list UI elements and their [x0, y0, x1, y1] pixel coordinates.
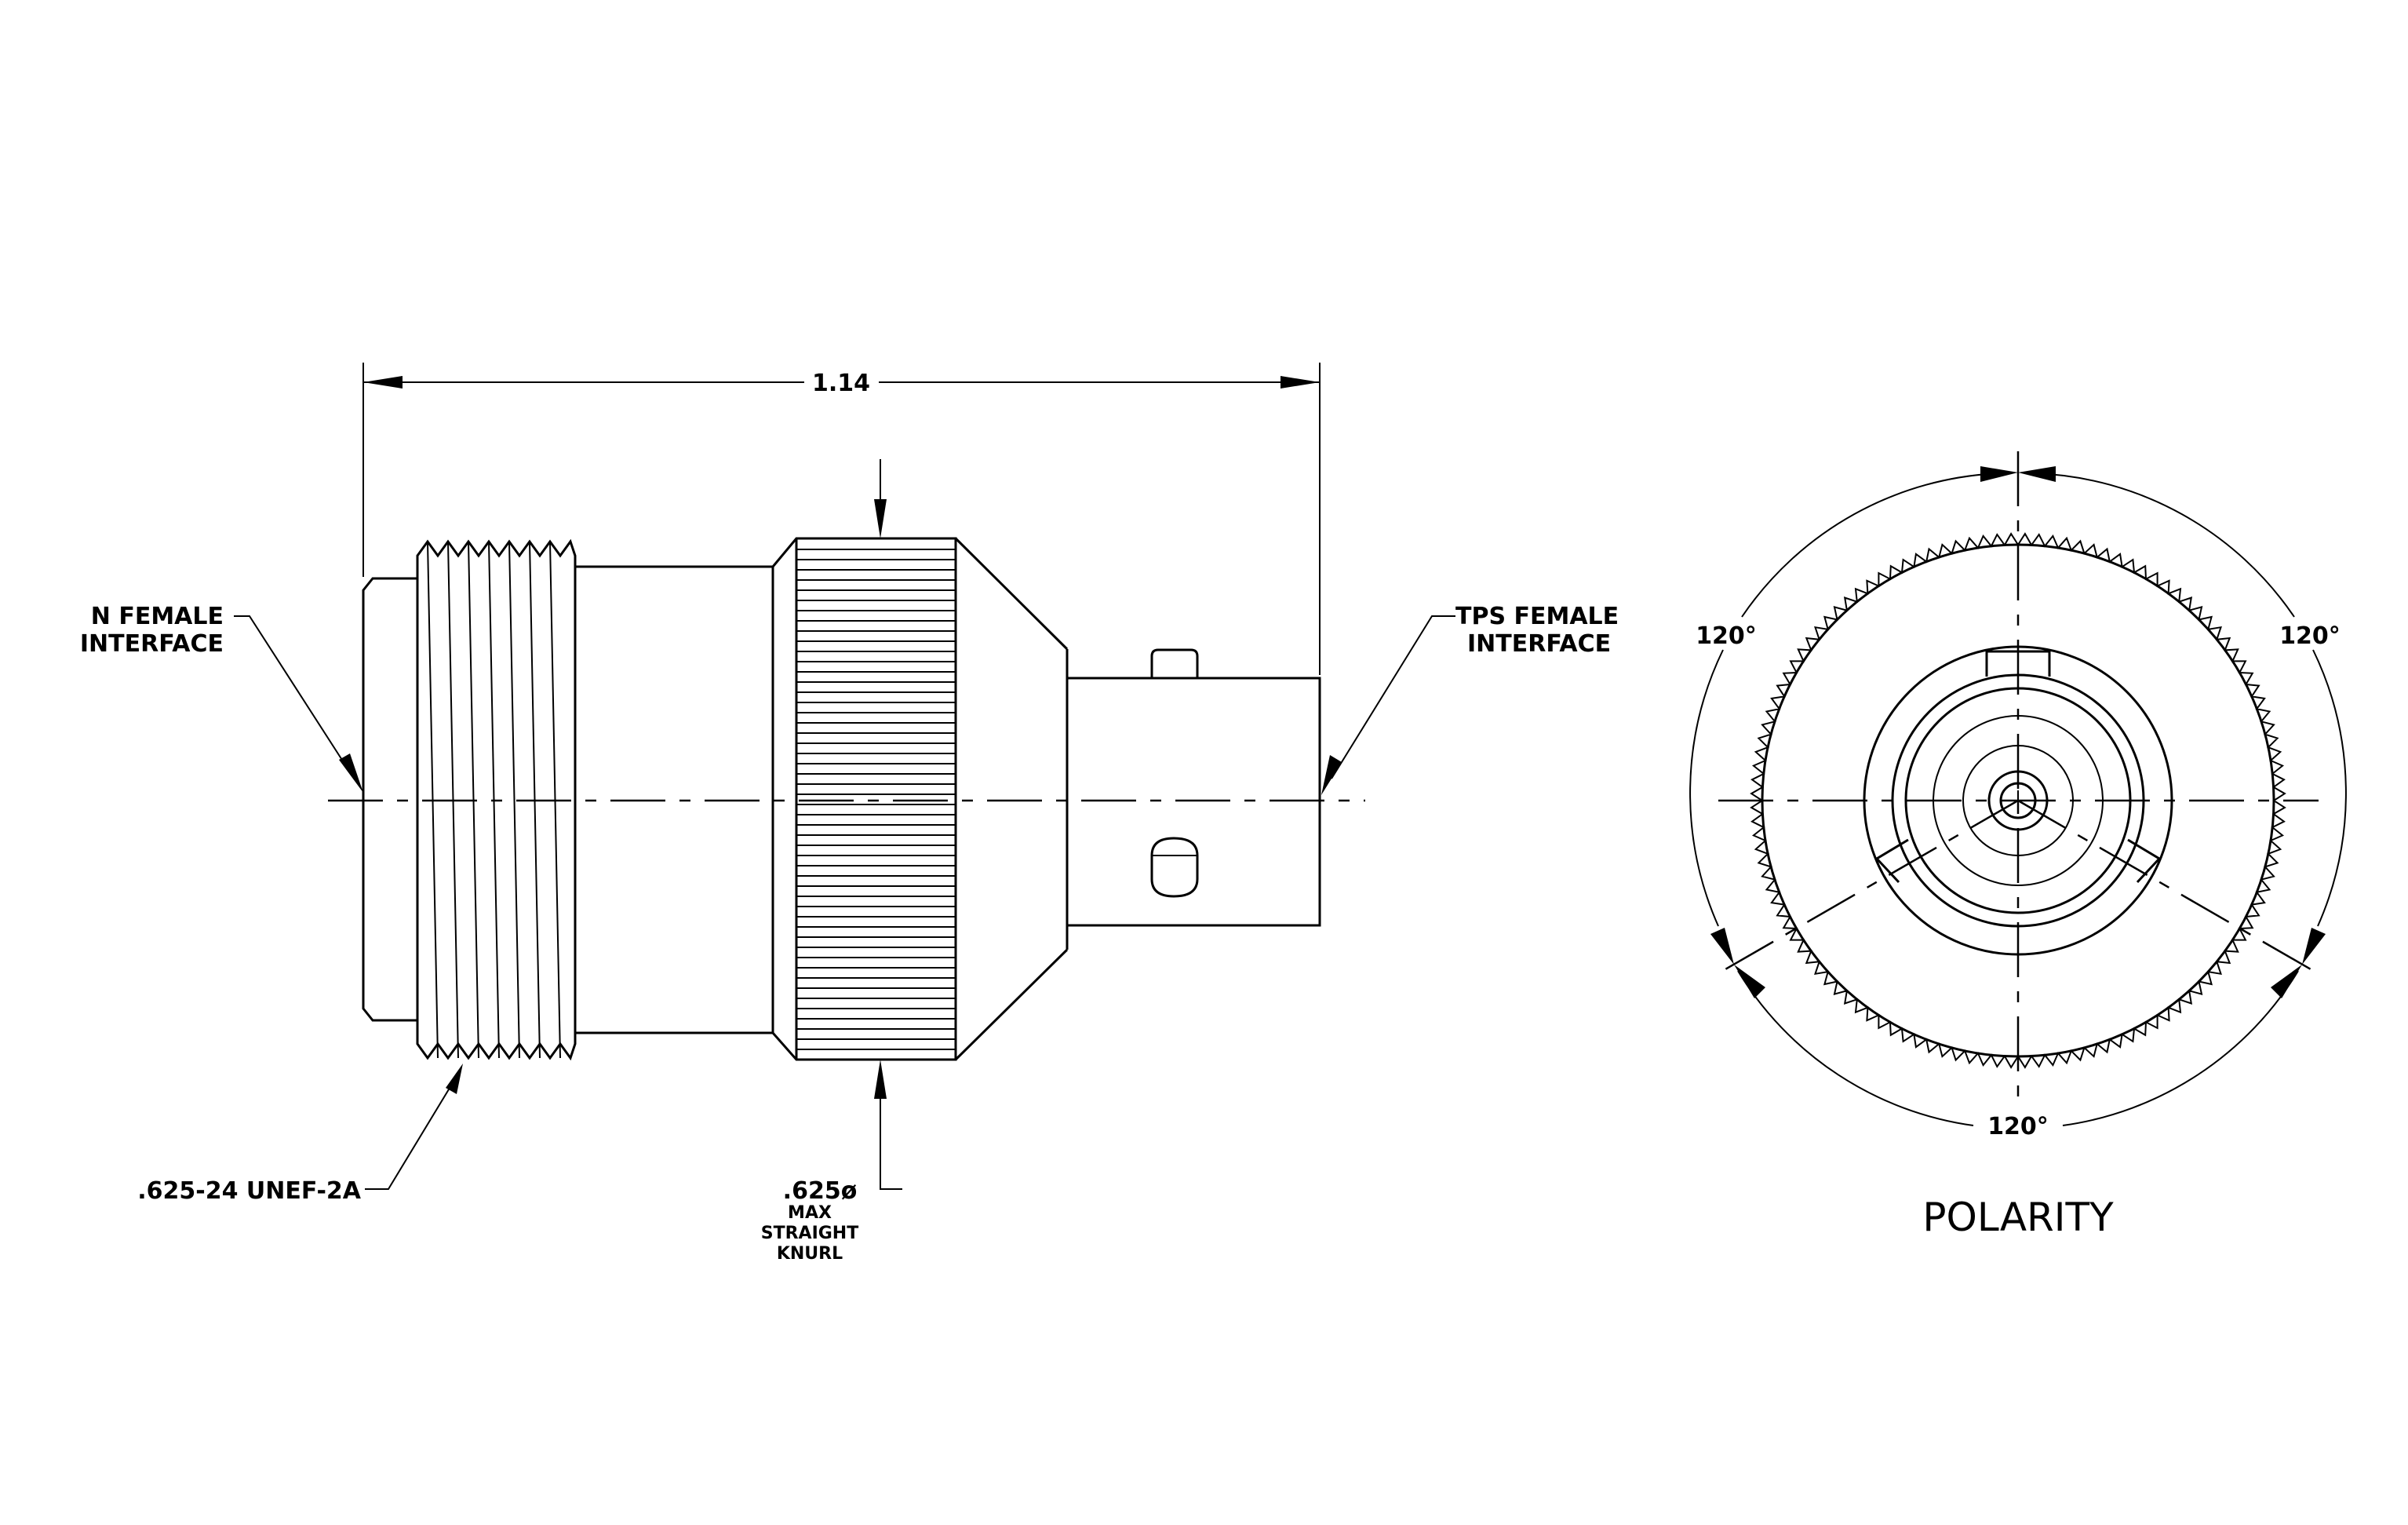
- arc-arrow-lower-right-a: [2302, 928, 2326, 965]
- arc-arrow-lower-right-b: [2271, 965, 2302, 998]
- n-female-label-1: N FEMALE: [91, 603, 224, 630]
- barrel: [575, 565, 774, 1034]
- dim-arrow-left: [363, 376, 403, 389]
- arc-arrow-lower-left-b: [1734, 965, 1765, 998]
- end-view: 120° 120° 120° POLARITY: [1689, 451, 2347, 1240]
- knurl-max: MAX: [788, 1203, 832, 1223]
- angle-top-right: 120°: [2279, 622, 2341, 650]
- bayonet-stud-top: [1150, 648, 1199, 678]
- polarity-caption: POLARITY: [1922, 1195, 2114, 1240]
- angle-dimensions: 120° 120° 120°: [1689, 466, 2347, 1140]
- tps-female-label-2: INTERFACE: [1467, 630, 1611, 658]
- end-radial-right: [2017, 799, 2322, 977]
- tps-female-leader: TPS FEMALE INTERFACE: [1321, 603, 1619, 795]
- knurl-straight: STRAIGHT: [761, 1224, 858, 1243]
- arc-arrow-lower-left-a: [1710, 928, 1734, 965]
- knurled-nut: [771, 537, 957, 1061]
- n-female-leader: N FEMALE INTERFACE: [80, 603, 363, 793]
- angle-top-left: 120°: [1696, 622, 1757, 650]
- tps-interface-body: [1066, 648, 1321, 927]
- arc-arrow-top-left: [1980, 466, 2018, 482]
- tapered-shoulder: [954, 537, 1069, 1061]
- overall-length-dimension: 1.14: [362, 363, 1321, 675]
- knurl-dimension-arrows: [874, 459, 902, 1190]
- end-radial-left: [1714, 799, 2019, 977]
- angle-bottom: 120°: [1987, 1113, 2049, 1140]
- n-female-label-2: INTERFACE: [80, 630, 224, 658]
- thread-leader: .625-24 UNEF-2A: [137, 1063, 463, 1205]
- n-interface-lip: [362, 577, 417, 1022]
- key-lower-right: [2127, 838, 2162, 884]
- key-lower-left: [1874, 838, 1909, 884]
- knurl-knurl: KNURL: [777, 1244, 843, 1264]
- bayonet-stud-side: [1150, 837, 1199, 898]
- tps-female-label-1: TPS FEMALE: [1455, 603, 1619, 630]
- dim-arrow-right: [1281, 376, 1320, 389]
- arc-arrow-top-right: [2018, 466, 2056, 482]
- overall-length-text: 1.14: [812, 370, 870, 397]
- thread-callout: .625-24 UNEF-2A: [137, 1177, 362, 1205]
- knurl-callout: .625ø MAX STRAIGHT KNURL: [761, 1177, 858, 1264]
- side-view: 1.14: [80, 363, 1619, 1264]
- knurl-diameter: .625ø: [783, 1177, 858, 1205]
